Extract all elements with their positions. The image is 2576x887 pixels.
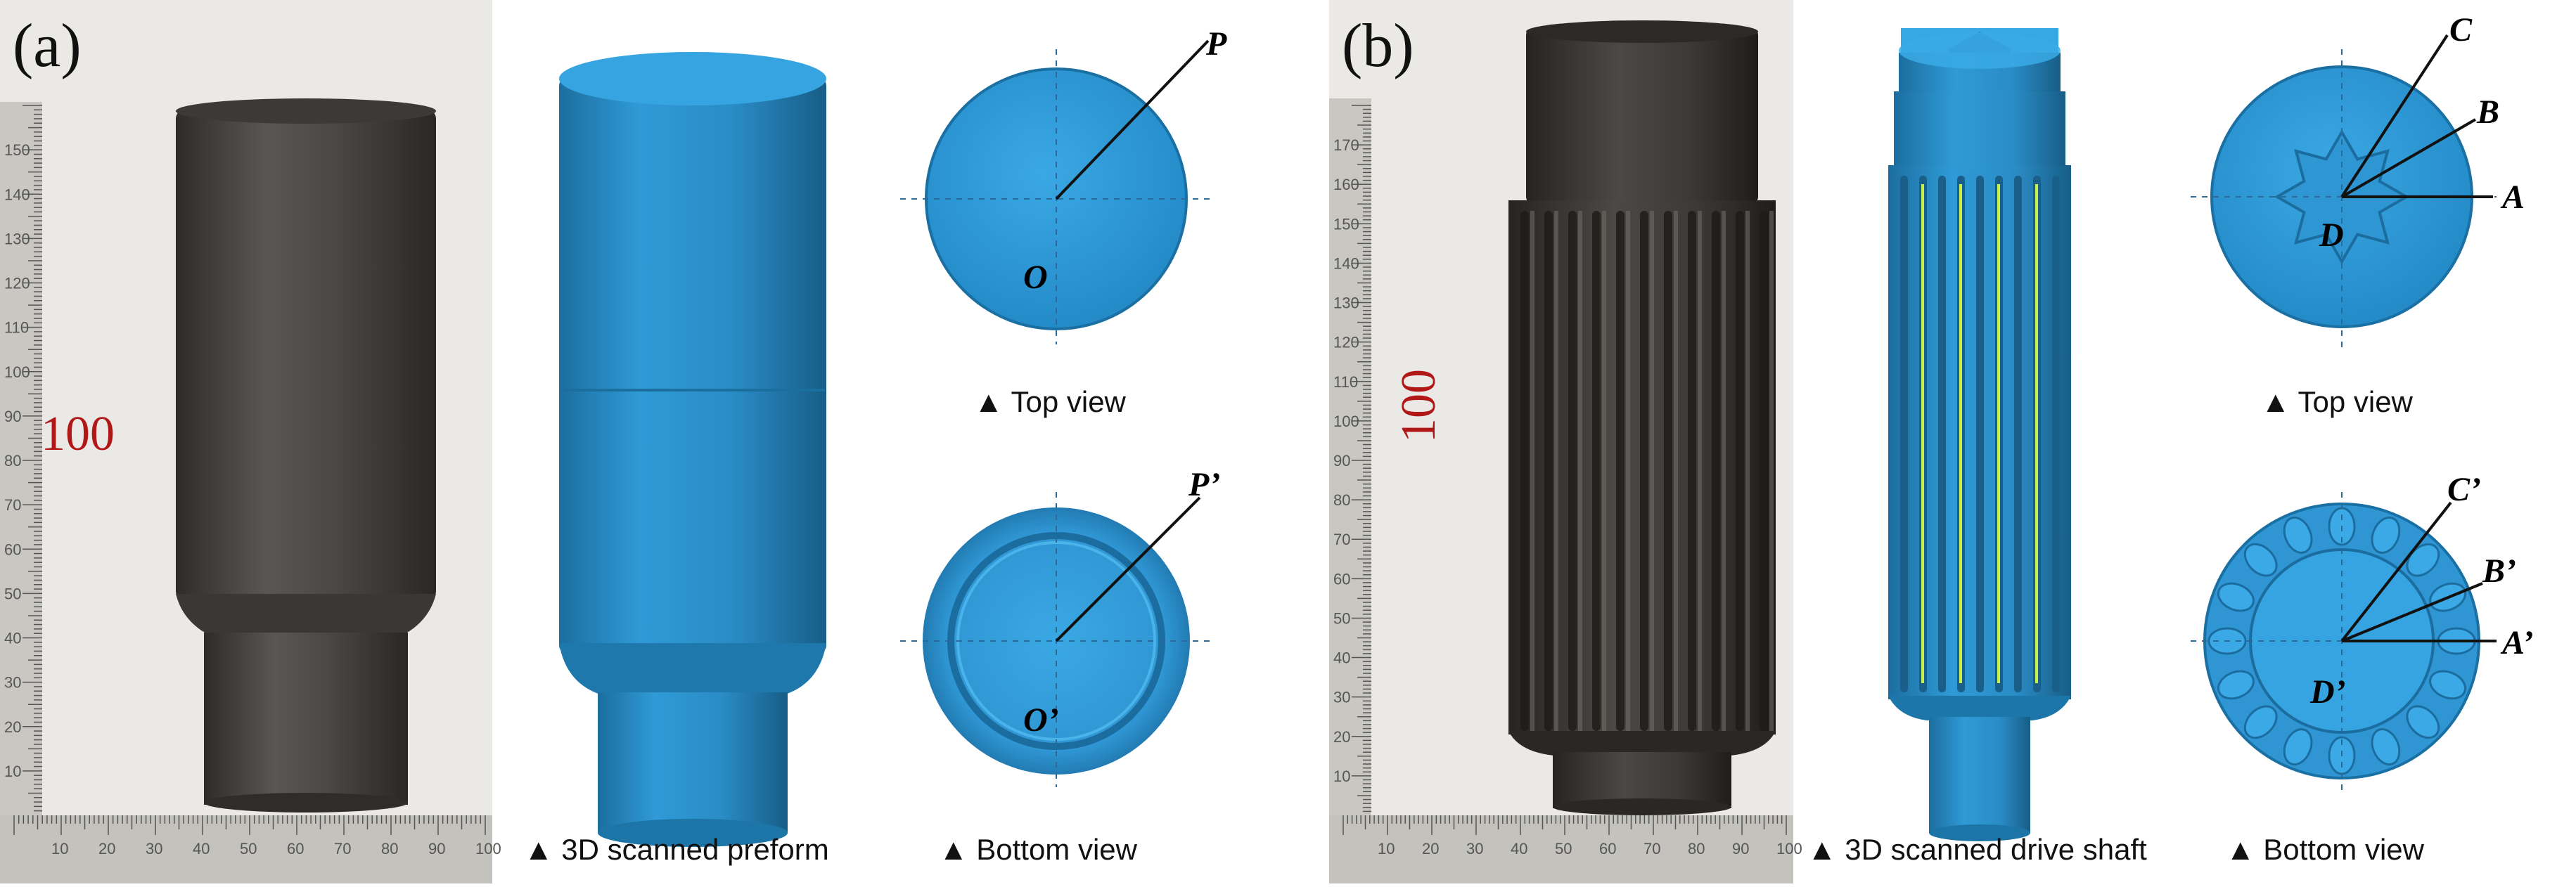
panel-b-tag: (b): [1342, 12, 1414, 80]
label-A-prime: A’: [2500, 624, 2533, 661]
caption-top-view-b: ▲ Top view: [2261, 385, 2413, 418]
ruler-mark-label: 140: [1333, 254, 1359, 272]
ruler-mark-label: 160: [1333, 176, 1359, 193]
ruler-mark-label: 50: [240, 840, 257, 857]
label-D-prime: D’: [2309, 673, 2346, 711]
ruler-mark-label: 150: [1333, 215, 1359, 233]
ruler-mark-label: 50: [1555, 840, 1572, 857]
ruler-mark-label: 20: [1422, 840, 1439, 857]
ruler-mark-label: 40: [4, 630, 21, 647]
label-A: A: [2500, 179, 2525, 216]
ruler-mark-label: 70: [334, 840, 351, 857]
ruler-mark-label: 100: [1333, 413, 1359, 430]
panel-a-figure: 150 140 130 120 110 100 90 80 70 60 50 40 30 20 10 10 2…: [0, 0, 1227, 883]
ruler-100-label: 100: [41, 407, 115, 461]
caption-bottom-view-a: ▲ Bottom view: [939, 833, 1137, 866]
ruler-mark-label: 100: [475, 840, 501, 857]
ruler-mark-label: 170: [1333, 136, 1359, 154]
horizontal-ruler-ticks-b: 10 20 30 40 50 60 70 80 90 100: [1343, 815, 1802, 857]
ruler-mark-label: 90: [4, 408, 21, 425]
ruler-mark-label: 50: [1333, 609, 1350, 627]
ruler-mark-label: 30: [4, 674, 21, 692]
ruler-mark-label: 80: [381, 840, 398, 857]
ruler-mark-label: 30: [146, 840, 162, 857]
vertical-ruler-ticks-b: 170 160 150 140 130 120 110 100 90 80 70 60 50 40 30 20…: [1333, 105, 1371, 812]
ruler-mark-label: 10: [1378, 840, 1395, 857]
caption-scanned-preform: ▲ 3D scanned preform: [524, 833, 829, 866]
horizontal-ruler: [0, 815, 492, 883]
ruler-mark-label: 70: [1333, 531, 1350, 548]
ruler-mark-label: 150: [4, 141, 30, 159]
top-view-disc: [900, 39, 1213, 344]
ruler-mark-label: 60: [1599, 840, 1616, 857]
bottom-view-disc-b: [2191, 492, 2497, 791]
vertical-ruler: [0, 102, 42, 826]
ruler-mark-label: 50: [4, 585, 21, 602]
ruler-mark-label: 40: [1333, 649, 1350, 667]
ruler-mark-label: 60: [4, 540, 21, 558]
panel-a-tag: (a): [13, 12, 82, 80]
label-D: D: [2319, 216, 2344, 254]
label-P-prime: P’: [1188, 466, 1220, 503]
label-B-prime: B’: [2482, 552, 2516, 590]
ruler-mark-label: 110: [1333, 373, 1358, 391]
caption-bottom-view-b: ▲ Bottom view: [2226, 833, 2424, 866]
ruler-mark-label: 60: [287, 840, 304, 857]
ruler-mark-label: 90: [1333, 452, 1350, 470]
label-P: P: [1205, 25, 1227, 63]
ruler-mark-label: 10: [4, 763, 21, 780]
ruler-mark-label: 140: [4, 186, 30, 203]
horizontal-ruler-b: [1329, 815, 1793, 883]
ruler-mark-label: 10: [51, 840, 68, 857]
ruler-mark-label: 120: [4, 275, 30, 292]
preform-photo: [176, 98, 436, 812]
panel-a: 150 140 130 120 110 100 90 80 70 60 50 40 30 20 10 10 2…: [0, 0, 1287, 883]
ruler-mark-label: 100: [4, 363, 30, 381]
ruler-mark-label: 90: [1732, 840, 1749, 857]
ruler-mark-label: 80: [1333, 491, 1350, 509]
ruler-mark-label: 40: [193, 840, 210, 857]
ruler-mark-label: 30: [1333, 689, 1350, 706]
horizontal-ruler-ticks: 10 20 30 40 50 60 70 80 90 100: [13, 815, 501, 857]
ruler-mark-label: 90: [428, 840, 445, 857]
ruler-mark-label: 70: [4, 496, 21, 514]
ruler-mark-label: 20: [98, 840, 115, 857]
ruler-mark-label: 20: [1333, 728, 1350, 746]
ruler-mark-label: 30: [1466, 840, 1483, 857]
caption-top-view-a: ▲ Top view: [974, 385, 1126, 418]
drive-shaft-photo: [1508, 20, 1776, 815]
panel-b: 170 160 150 140 130 120 110 100 90 80 70 60 50 40 30 20…: [1329, 0, 2576, 883]
ruler-mark-label: 130: [4, 230, 30, 247]
ruler-mark-label: 40: [1511, 840, 1527, 857]
label-O-prime: O’: [1023, 701, 1059, 739]
label-C: C: [2449, 11, 2473, 48]
ruler-mark-label: 80: [4, 452, 21, 470]
label-C-prime: C’: [2447, 471, 2481, 508]
ruler-100-label-b: 100: [1392, 369, 1446, 443]
top-view-disc-b: [2191, 34, 2497, 348]
ruler-mark-label: 130: [1333, 294, 1359, 312]
bottom-view-disc: [900, 492, 1213, 787]
scanned-drive-shaft-model: [1888, 28, 2071, 841]
panel-b-figure: 170 160 150 140 130 120 110 100 90 80 70 60 50 40 30 20…: [1329, 0, 2533, 883]
ruler-mark-label: 120: [1333, 334, 1359, 351]
label-O: O: [1023, 259, 1048, 296]
ruler-mark-label: 70: [1643, 840, 1660, 857]
ruler-mark-label: 60: [1333, 570, 1350, 588]
ruler-mark-label: 10: [1333, 768, 1350, 785]
ruler-mark-label: 110: [4, 319, 29, 337]
scanned-preform-model: [559, 52, 826, 847]
ruler-mark-label: 20: [4, 718, 21, 736]
label-B: B: [2476, 93, 2499, 131]
vertical-ruler-ticks: 150 140 130 120 110 100 90 80 70 60 50 40 30 20 10: [4, 105, 42, 812]
ruler-mark-label: 80: [1688, 840, 1705, 857]
caption-scanned-drive-shaft: ▲ 3D scanned drive shaft: [1807, 833, 2147, 866]
ruler-mark-label: 100: [1776, 840, 1802, 857]
